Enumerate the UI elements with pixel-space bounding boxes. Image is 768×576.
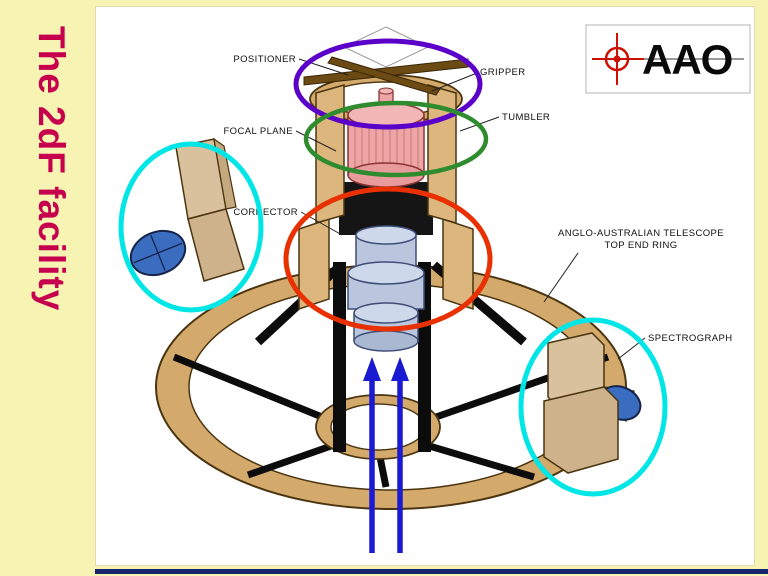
center-tower — [298, 26, 474, 352]
label-tumbler: TUMBLER — [502, 112, 550, 123]
diagram-panel: POSITIONER GRIPPER TUMBLER FOCAL PLANE C… — [95, 6, 755, 566]
diagram-labels: POSITIONER GRIPPER TUMBLER FOCAL PLANE C… — [223, 54, 732, 344]
highlight-positioner-gripper-ellipse — [293, 38, 483, 130]
column-left — [333, 262, 346, 452]
corrector-barrels — [347, 225, 425, 352]
slide-title: The 2dF facility — [31, 26, 72, 312]
left-spectrograph-side-face — [213, 137, 237, 210]
tower-dark-cavity — [339, 182, 433, 235]
beam-arrow-right-head — [391, 357, 409, 381]
corrector-barrel-3-top — [353, 302, 419, 324]
corrector-barrel-3-bottom — [353, 330, 419, 352]
telescope-diagram: POSITIONER GRIPPER TUMBLER FOCAL PLANE C… — [118, 24, 751, 553]
label-top-end-ring-line2: TOP END RING — [604, 240, 677, 251]
corrector-barrel-2-top — [347, 261, 425, 285]
positioner-gantry — [303, 26, 469, 96]
ring-spokes — [172, 353, 610, 488]
pointer-top-end-ring — [543, 252, 579, 303]
spoke-bottom-right — [425, 441, 535, 481]
gantry-beam-2 — [327, 56, 441, 96]
tower-lower-right-panel — [442, 217, 474, 311]
aao-logo: AAO — [585, 24, 751, 94]
light-beam-arrows — [363, 357, 409, 553]
highlight-tumbler-ellipse — [303, 100, 489, 178]
logo-crosshair-icon — [592, 33, 644, 85]
corrector-barrel-1-top — [355, 225, 417, 245]
title-strip: The 2dF facility — [0, 0, 95, 576]
label-top-end-ring-line1: ANGLO-AUSTRALIAN TELESCOPE — [558, 228, 724, 239]
spoke-bottom-left — [246, 441, 336, 479]
spoke-left — [172, 353, 324, 421]
pointer-gripper — [431, 72, 478, 92]
highlight-left-spectrograph-ellipse — [118, 141, 264, 313]
label-positioner: POSITIONER — [233, 54, 296, 65]
right-spectrograph-unit — [543, 332, 642, 474]
highlight-ellipses — [118, 38, 668, 497]
tumbler-knob-top — [378, 87, 394, 95]
left-disk-vline — [150, 235, 166, 271]
left-spectrograph-lower-box — [187, 208, 245, 282]
spoke-bottom — [376, 456, 390, 488]
label-focal-plane: FOCAL PLANE — [223, 126, 293, 137]
left-spectrograph-unit — [129, 137, 245, 282]
left-spectrograph-window — [129, 229, 187, 277]
highlight-corrector-ellipse — [283, 186, 493, 332]
gantry-beam-1 — [303, 58, 469, 86]
slide-bottom-edge — [95, 569, 768, 574]
right-spectrograph-lower-box — [543, 386, 619, 474]
label-gripper: GRIPPER — [480, 67, 526, 78]
label-corrector: CORRECTOR — [233, 207, 298, 218]
pointer-focal-plane — [295, 130, 337, 152]
label-spectrograph: SPECTROGRAPH — [648, 333, 733, 344]
highlight-right-spectrograph-ellipse — [518, 317, 668, 497]
beam-arrow-left-head — [363, 357, 381, 381]
logo-text: AAO — [642, 36, 732, 83]
gantry-wireframe-diamond — [342, 26, 430, 68]
